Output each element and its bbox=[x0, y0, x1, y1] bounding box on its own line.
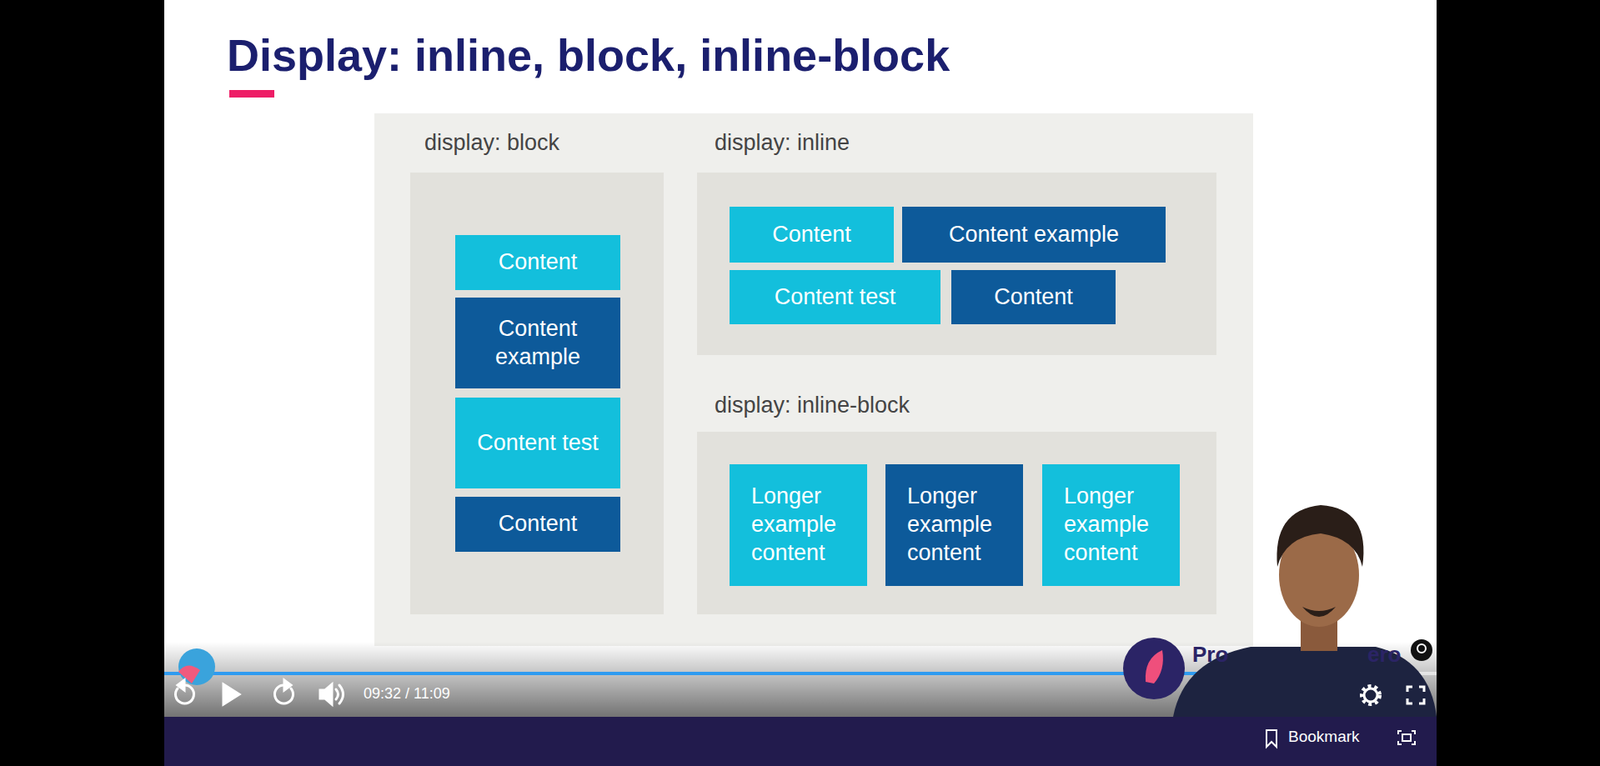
content-box: Content bbox=[455, 496, 621, 552]
display-container: display: inline-blockLonger example cont… bbox=[697, 431, 1217, 615]
player-right-controls bbox=[1361, 686, 1425, 705]
volume-wave bbox=[336, 689, 339, 700]
figure-panel bbox=[374, 113, 1254, 647]
content-box: Content example bbox=[902, 206, 1166, 263]
controls-shade bbox=[164, 642, 1437, 718]
content-box: Content bbox=[951, 270, 1116, 325]
progress-fill bbox=[164, 672, 1253, 676]
slide-background bbox=[164, 0, 1437, 718]
fullscreen-icon bbox=[1407, 687, 1425, 704]
brand-logo bbox=[1123, 637, 1433, 700]
content-box: Content bbox=[729, 206, 894, 263]
bookmark-label: Bookmark bbox=[1288, 727, 1360, 748]
time-display: 09:32 / 11:09 bbox=[363, 685, 451, 704]
box-text: Content bbox=[993, 283, 1074, 312]
box-text: Longer example content bbox=[751, 482, 853, 567]
content-box: Content bbox=[455, 235, 621, 291]
content-box: Longer example content bbox=[729, 464, 868, 587]
settings-icon bbox=[1364, 688, 1378, 703]
settings-teeth bbox=[1361, 686, 1380, 705]
box-text: Content test bbox=[476, 429, 599, 458]
brand-text: Pro bbox=[1192, 642, 1229, 668]
box-text: Content test bbox=[774, 283, 897, 312]
container-heading: display: inline-block bbox=[714, 391, 910, 419]
theater-icon bbox=[1398, 731, 1415, 745]
content-box: Content example bbox=[455, 297, 621, 389]
box-text: Content bbox=[498, 510, 578, 539]
brand-rocket bbox=[1145, 650, 1164, 684]
box-text: Content bbox=[772, 220, 852, 250]
box-text: Longer example content bbox=[1063, 482, 1165, 567]
content-box: Longer example content bbox=[1042, 464, 1180, 587]
person-hair bbox=[1276, 505, 1364, 567]
display-container: display: inlineContentContent exampleCon… bbox=[697, 172, 1217, 356]
forward-head bbox=[284, 680, 291, 691]
volume-wave bbox=[339, 685, 344, 704]
container-heading: display: inline bbox=[714, 129, 850, 156]
bottom-bar bbox=[164, 717, 1437, 766]
bookmark-icon bbox=[1266, 730, 1277, 748]
box-text: Content bbox=[498, 248, 578, 277]
title-underline bbox=[229, 90, 275, 98]
volume-icon bbox=[320, 684, 332, 705]
container-heading: display: block bbox=[424, 129, 560, 156]
theater-corners bbox=[1398, 731, 1415, 745]
content-box: Content test bbox=[455, 397, 621, 489]
person-beard bbox=[1302, 606, 1336, 617]
content-box: Longer example content bbox=[885, 464, 1024, 587]
corner-logo-bulb bbox=[1417, 644, 1426, 653]
slide-title: Display: inline, block, inline-block bbox=[226, 28, 950, 83]
brand-text: ero bbox=[1367, 642, 1401, 668]
brand-circle bbox=[1123, 637, 1185, 700]
rewind-head bbox=[177, 680, 185, 691]
play-icon bbox=[223, 684, 240, 705]
content-box: Content test bbox=[729, 270, 941, 325]
box-text: Content example bbox=[948, 220, 1119, 250]
display-container: display: blockContentContent exampleCont… bbox=[410, 172, 664, 615]
player-controls bbox=[175, 680, 343, 705]
box-text: Longer example content bbox=[907, 482, 1009, 567]
theater-screen bbox=[1402, 734, 1411, 742]
box-text: Content example bbox=[470, 315, 606, 372]
corner-logo bbox=[1410, 639, 1433, 662]
